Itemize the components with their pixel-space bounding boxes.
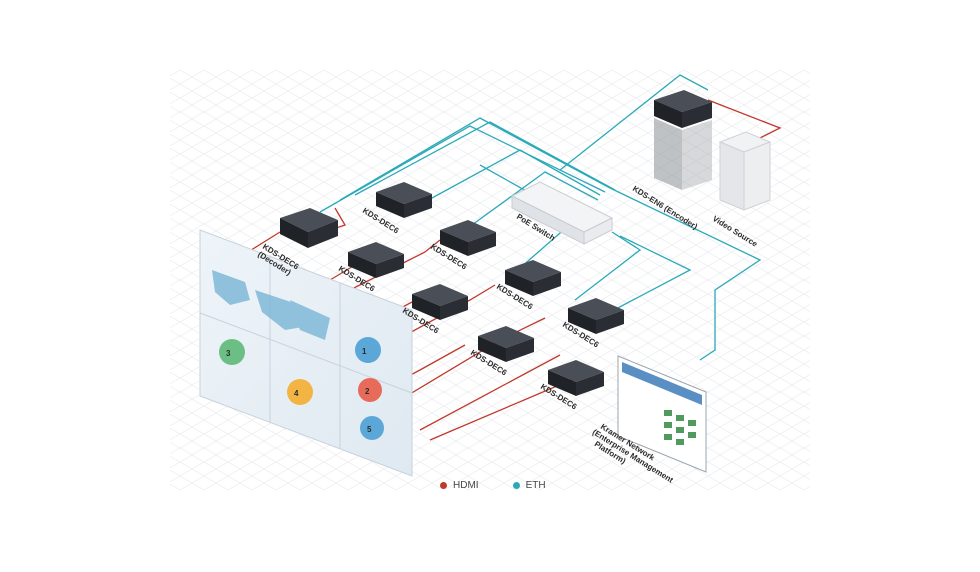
decoder-6 [478,326,534,362]
decoder-7 [568,298,624,334]
decoder-3 [440,220,496,256]
tile-icon-5 [360,416,384,440]
tile-label-5: 5 [367,425,372,434]
legend-hdmi-label: HDMI [453,480,479,491]
tile-label-2: 2 [365,387,370,396]
tile-label-4: 4 [294,389,299,398]
decoder-1 [376,182,432,218]
decoder-main [280,208,338,248]
decoder-2 [348,242,404,278]
legend: HDMI ETH [440,480,546,491]
tile-label-3: 3 [226,349,231,358]
legend-eth-label: ETH [525,480,546,491]
poe-switch [510,181,614,245]
eth-dot-icon [512,482,520,489]
tile-icon-3 [219,339,245,365]
video-wall: 3 4 1 2 5 [199,229,413,477]
encoder-stack [654,90,712,190]
management-platform-monitor [617,355,707,473]
hdmi-dot-icon [440,482,447,489]
decoder-5 [505,260,561,296]
decoder-8 [548,360,604,396]
tile-icon-1 [355,337,381,363]
world-map [212,270,330,340]
tile-icon-4 [287,379,313,405]
tile-label-1: 1 [362,347,367,356]
video-source-stack [718,131,772,211]
tile-icon-2 [358,378,382,402]
legend-hdmi: HDMI [440,480,479,491]
decoder-4 [412,284,468,320]
decoders [280,182,624,396]
legend-eth: ETH [512,480,546,491]
